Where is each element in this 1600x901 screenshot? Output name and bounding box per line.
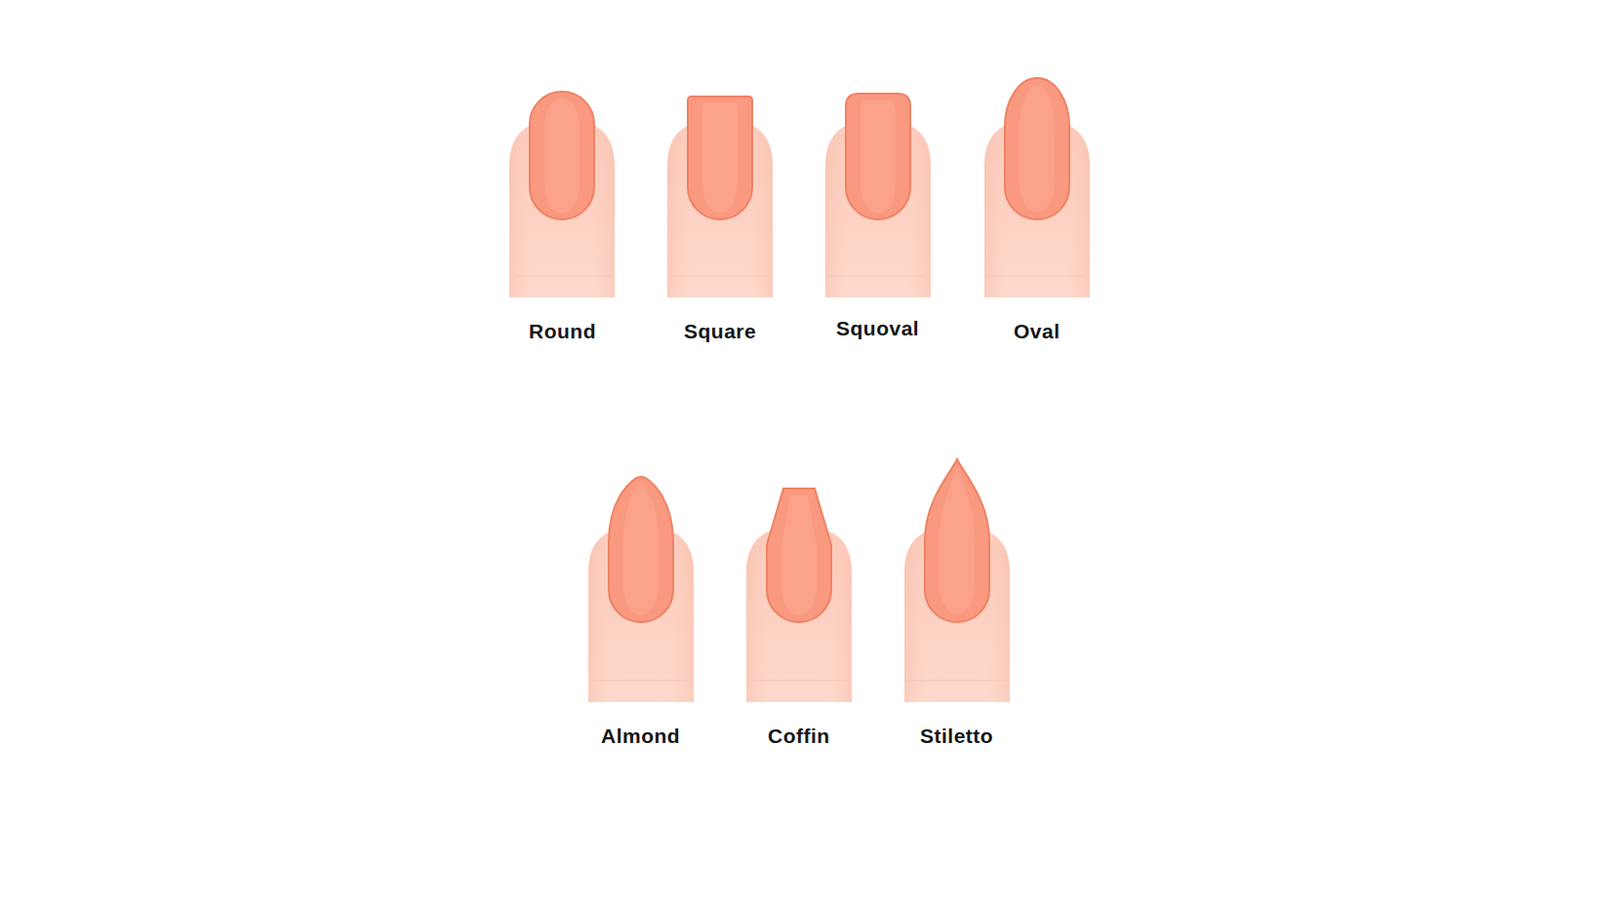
shape-label: Stiletto — [920, 723, 994, 749]
finger-figure — [746, 488, 852, 703]
nail-shape — [845, 93, 911, 220]
knuckle-line — [592, 680, 690, 682]
finger-figure — [904, 459, 1010, 703]
knuckle-line — [750, 680, 848, 682]
nail-highlight — [1019, 84, 1055, 213]
nail-shape — [608, 477, 674, 623]
nail-shape — [1004, 78, 1070, 220]
finger-figure — [588, 477, 694, 703]
knuckle-line — [988, 275, 1086, 278]
nail-shape — [529, 91, 595, 220]
knuckle-line — [671, 275, 769, 278]
knuckle-line — [513, 275, 611, 278]
finger-figure — [984, 78, 1090, 298]
nail-highlight — [781, 495, 817, 616]
shape-label: Almond — [600, 723, 680, 749]
shape-label: Squoval — [836, 316, 920, 341]
nail-shape — [924, 459, 990, 623]
shape-label: Square — [683, 319, 757, 344]
shape-label: Coffin — [767, 723, 831, 749]
nail-shape — [766, 488, 832, 623]
nail-highlight — [623, 483, 659, 615]
nail-highlight — [544, 98, 580, 214]
shape-label: Oval — [1013, 319, 1061, 344]
nail-highlight — [939, 467, 975, 614]
finger-figure — [509, 91, 615, 298]
shape-label: Round — [528, 319, 597, 344]
nail-shape — [687, 96, 753, 220]
knuckle-line — [829, 275, 927, 278]
finger-figure — [667, 96, 773, 298]
nail-highlight — [860, 99, 896, 213]
knuckle-line — [908, 680, 1006, 682]
finger-figure — [825, 93, 931, 298]
nail-highlight — [702, 102, 738, 213]
